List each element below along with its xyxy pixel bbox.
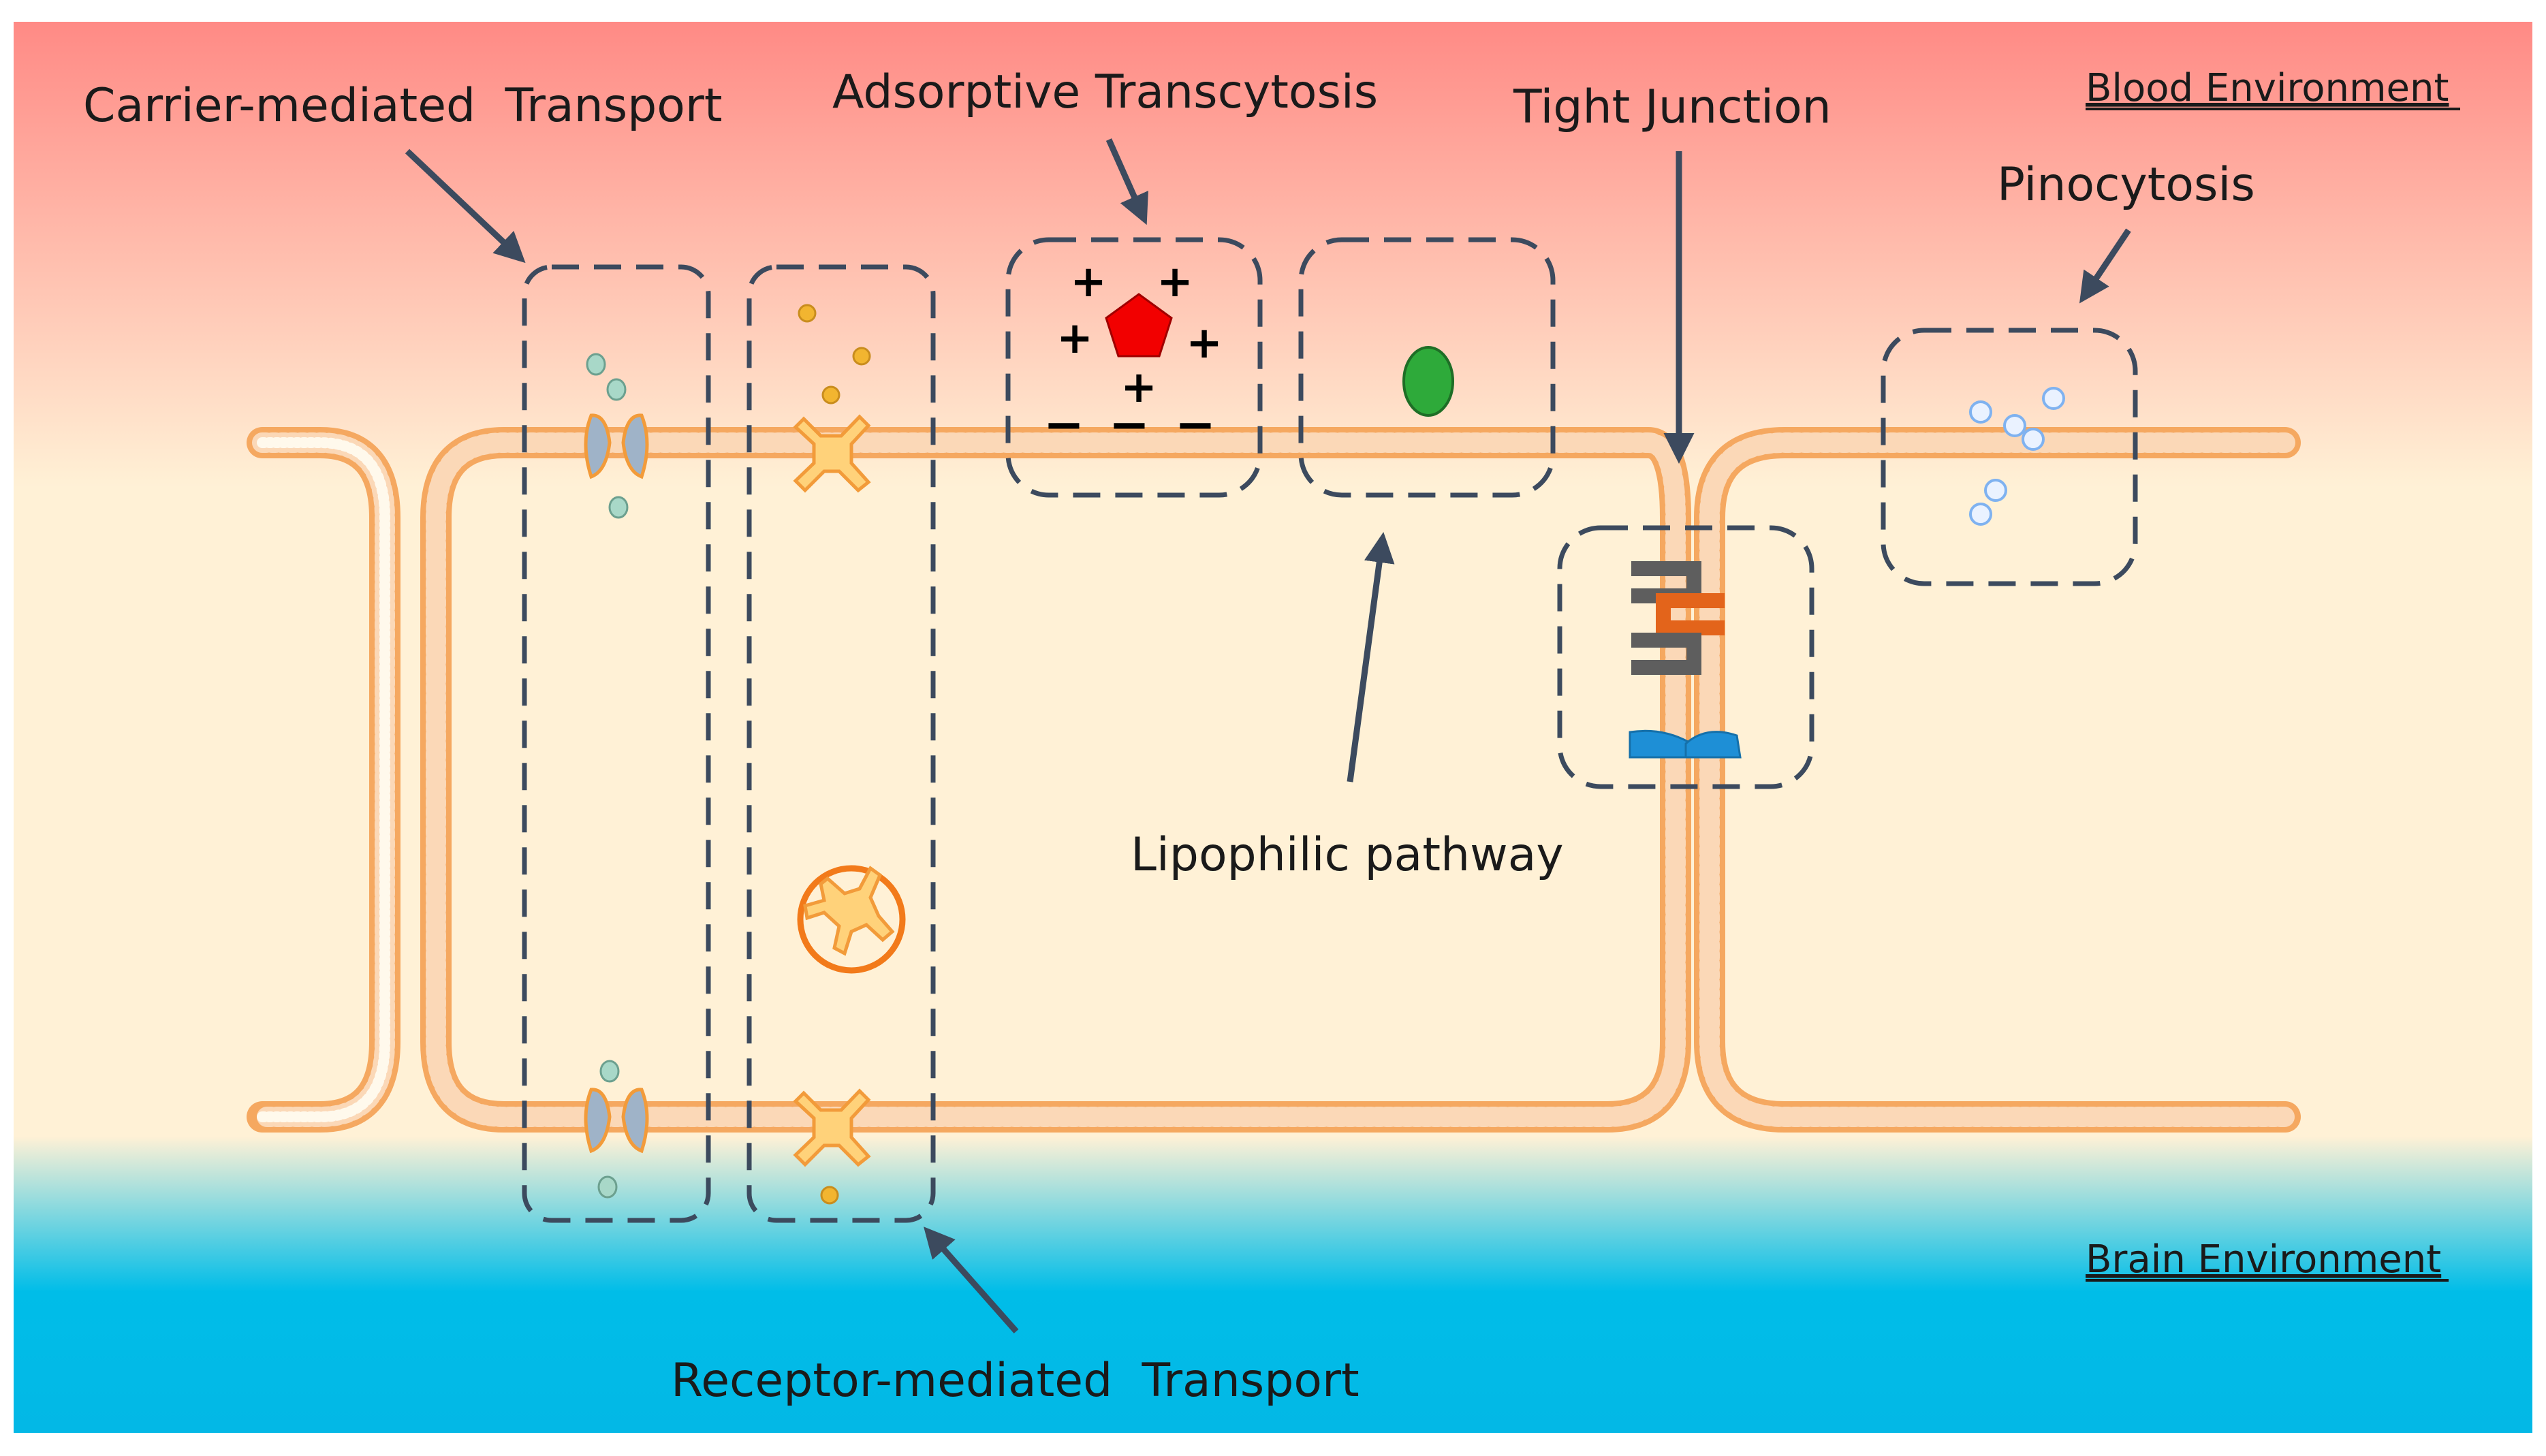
junction-adhesion-proteins — [1629, 729, 1742, 759]
carrier-transporter-top — [584, 413, 649, 479]
arrow-receptor-mediated — [924, 1226, 1019, 1333]
arrow-carrier-mediated — [405, 148, 526, 264]
adsorptive-box — [1005, 237, 1263, 498]
plus-sign-4: + — [1186, 318, 1223, 368]
receptor-mediated-box — [746, 264, 936, 1223]
plus-sign-5: + — [1120, 362, 1157, 413]
pointer-arrows — [405, 138, 2131, 1333]
label-pinocytosis: Pinocytosis — [1997, 158, 2255, 212]
label-tight-junction: Tight Junction — [1513, 80, 1832, 134]
carrier-particles — [586, 353, 629, 1199]
labels: Carrier-mediated Transport Adsorptive Tr… — [83, 65, 2255, 1408]
negative-charges: − − − — [1043, 396, 1216, 453]
minus-sign-3: − — [1175, 396, 1216, 453]
receptor-bottom — [793, 1088, 871, 1167]
label-lipophilic: Lipophilic pathway — [1131, 828, 1564, 882]
endocytic-vesicle — [797, 865, 906, 974]
pinocytosis-box — [1881, 328, 2138, 586]
right-cell-membrane — [1694, 427, 2301, 1133]
plus-sign-3: + — [1056, 313, 1093, 364]
lipophilic-box — [1298, 237, 1556, 498]
label-brain-environment: Brain Environment — [2086, 1237, 2441, 1282]
arrow-adsorptive — [1105, 138, 1148, 225]
label-carrier-mediated: Carrier-mediated Transport — [83, 79, 723, 133]
tight-junction-proteins — [1631, 561, 1725, 675]
environment-underlines — [2086, 108, 2460, 1282]
positive-charges: + + + + + — [1056, 257, 1223, 413]
minus-sign-2: − — [1109, 396, 1150, 453]
center-cell-membrane — [420, 427, 1691, 1133]
lipophilic-molecule — [1402, 346, 1454, 417]
label-blood-environment: Blood Environment — [2086, 66, 2449, 110]
label-receptor-mediated: Receptor-mediated Transport — [671, 1354, 1360, 1408]
arrow-lipophilic — [1347, 532, 1395, 782]
arrow-pinocytosis — [2079, 228, 2131, 304]
pathway-boxes — [522, 237, 2138, 1223]
cationic-molecule-pentagon — [1105, 293, 1173, 358]
tight-junction-box — [1557, 525, 1814, 789]
label-adsorptive: Adsorptive Transcytosis — [832, 65, 1378, 119]
carrier-mediated-box — [522, 264, 711, 1223]
plus-sign-1: + — [1070, 257, 1107, 307]
plus-sign-2: + — [1157, 257, 1193, 307]
minus-sign-1: − — [1043, 396, 1084, 453]
environment-labels: Blood Environment Brain Environment — [2086, 66, 2449, 1282]
pinocytosis-vesicles — [1969, 387, 2065, 526]
cell-membranes — [247, 427, 2301, 1133]
receptor-top — [793, 414, 871, 493]
left-cell-membrane — [247, 427, 400, 1133]
carrier-transporter-bottom — [584, 1088, 649, 1154]
